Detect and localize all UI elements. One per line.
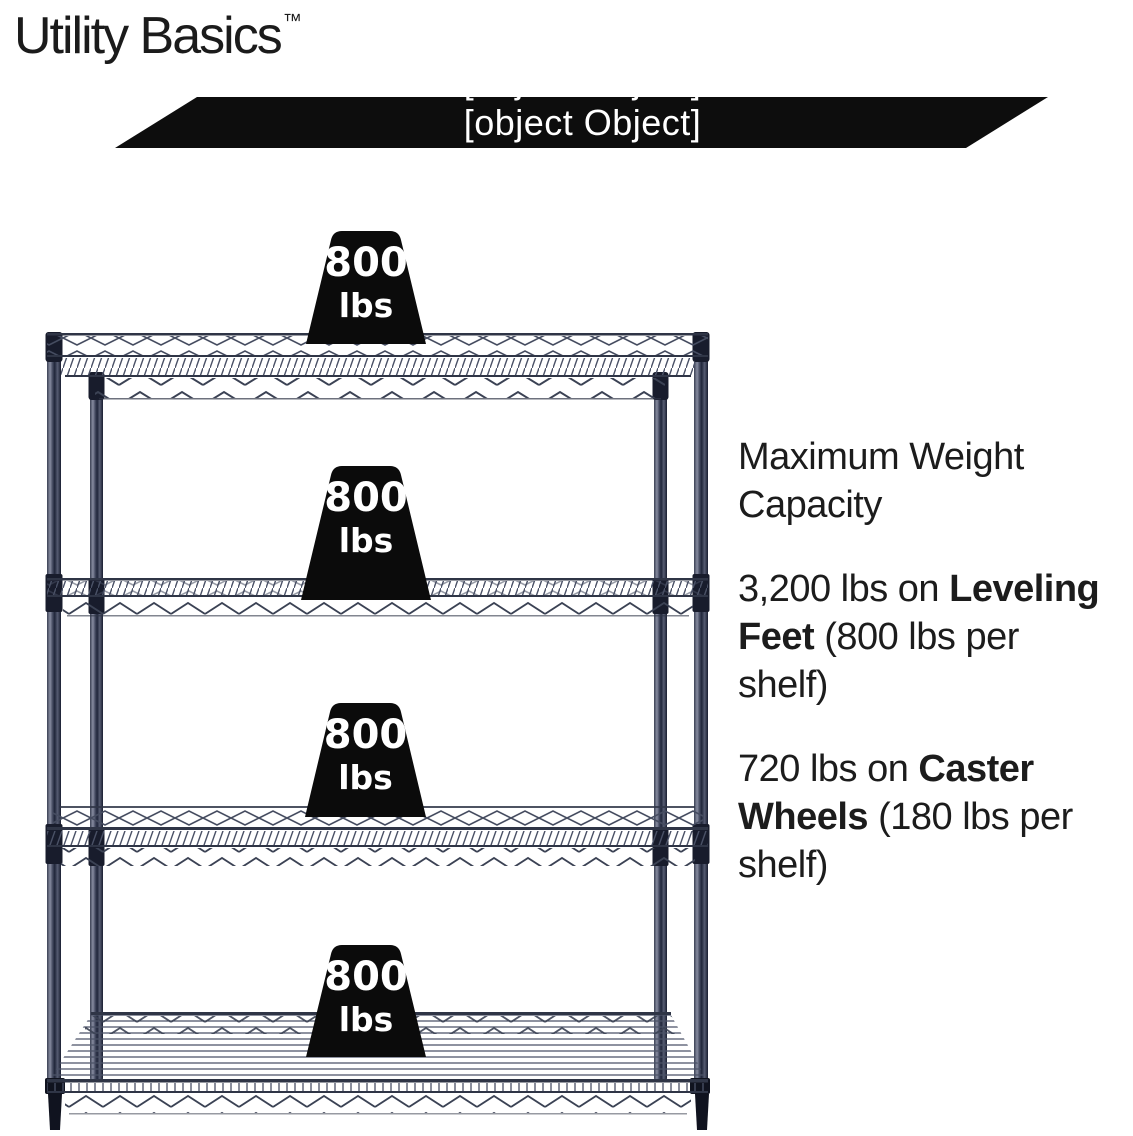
capacity-value: 800 bbox=[324, 954, 408, 1000]
rack-post-inner-left bbox=[88, 372, 105, 1080]
capacity-value: 800 bbox=[324, 240, 408, 286]
rack-post-left bbox=[45, 332, 65, 1130]
capacity-unit: lbs bbox=[338, 1000, 394, 1039]
weight-shape bbox=[305, 703, 426, 817]
capacity-unit: lbs bbox=[338, 286, 394, 325]
leveling-foot-right bbox=[695, 1094, 709, 1130]
banner-title: [object Object][object Object][object Ob… bbox=[463, 59, 702, 185]
brand-name: Utility Basics bbox=[14, 7, 283, 65]
rack-post-right bbox=[690, 332, 710, 1130]
capacity-unit: lbs bbox=[338, 758, 393, 797]
wire-rack-illustration bbox=[45, 332, 710, 1130]
title-banner: [object Object][object Object][object Ob… bbox=[115, 97, 1048, 148]
leveling-foot-left bbox=[48, 1094, 62, 1130]
trademark-symbol: ™ bbox=[282, 11, 302, 32]
capacity-value: 800 bbox=[323, 712, 408, 758]
weight-shape bbox=[306, 231, 426, 344]
capacity-unit: lbs bbox=[338, 521, 394, 560]
capacity-value: 800 bbox=[324, 475, 408, 521]
weight-shape bbox=[301, 466, 431, 600]
rack-post-inner-right bbox=[652, 372, 669, 1080]
weight-shape bbox=[306, 945, 426, 1057]
